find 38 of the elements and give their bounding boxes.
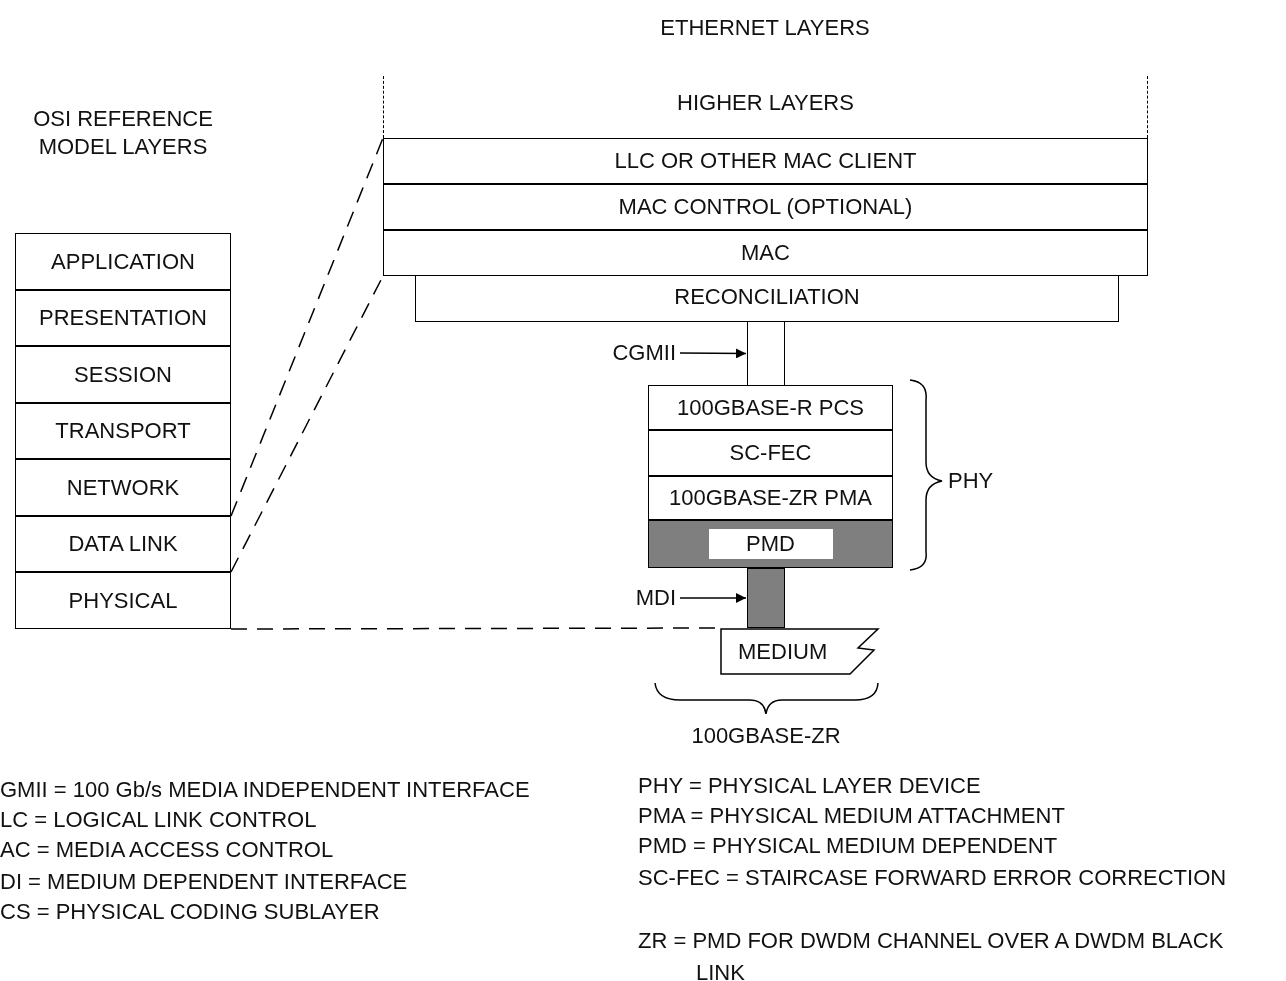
interface-channel xyxy=(747,322,785,385)
interface-bar xyxy=(747,568,785,628)
layer-box: NETWORK xyxy=(15,459,231,516)
legend-note: AC = MEDIA ACCESS CONTROL xyxy=(0,837,335,863)
arrow xyxy=(679,593,747,603)
layer-box: SC-FEC xyxy=(648,430,893,476)
layer-box: 100GBASE-R PCS xyxy=(648,385,893,430)
arrow xyxy=(679,348,747,359)
layer-box: DATA LINK xyxy=(15,516,231,572)
interface-label: CGMII xyxy=(596,338,676,368)
layer-box: 100GBASE-ZR PMA xyxy=(648,476,893,520)
legend-note: SC-FEC = STAIRCASE FORWARD ERROR CORRECTION xyxy=(638,865,1228,891)
layer-box: MAC xyxy=(383,230,1148,276)
brace-label: 100GBASE-ZR xyxy=(690,722,842,750)
layer-box: LLC OR OTHER MAC CLIENT xyxy=(383,138,1148,184)
layer-box: APPLICATION xyxy=(15,233,231,290)
legend-note: GMII = 100 Gb/s MEDIA INDEPENDENT INTERFACE xyxy=(0,777,531,803)
layer-box: PHYSICAL xyxy=(15,572,231,629)
legend-note: DI = MEDIUM DEPENDENT INTERFACE xyxy=(0,869,409,895)
legend-note: LC = LOGICAL LINK CONTROL xyxy=(0,807,318,833)
interface-label: MDI xyxy=(620,583,676,613)
layer-box: HIGHER LAYERS xyxy=(383,76,1148,138)
legend-note: PMD = PHYSICAL MEDIUM DEPENDENT xyxy=(638,833,1059,859)
brace-label: PHY xyxy=(948,468,995,494)
heading: ETHERNET LAYERS xyxy=(659,14,871,42)
layer-box: PRESENTATION xyxy=(15,290,231,346)
legend-note: CS = PHYSICAL CODING SUBLAYER xyxy=(0,899,381,925)
legend-note: ZR = PMD FOR DWDM CHANNEL OVER A DWDM BLACK LINK xyxy=(638,927,1225,981)
legend-note: PMA = PHYSICAL MEDIUM ATTACHMENT xyxy=(638,803,1066,829)
layer-box: TRANSPORT xyxy=(15,403,231,459)
layer-box: MAC CONTROL (OPTIONAL) xyxy=(383,184,1148,230)
medium-box: MEDIUM xyxy=(720,628,880,675)
dashed-line xyxy=(230,137,384,517)
heading: OSI REFERENCE MODEL LAYERS xyxy=(32,105,214,161)
layer-box: PMD xyxy=(648,520,893,568)
layer-box: SESSION xyxy=(15,346,231,403)
legend-note: PHY = PHYSICAL LAYER DEVICE xyxy=(638,773,982,799)
layer-box: RECONCILIATION xyxy=(415,276,1119,322)
